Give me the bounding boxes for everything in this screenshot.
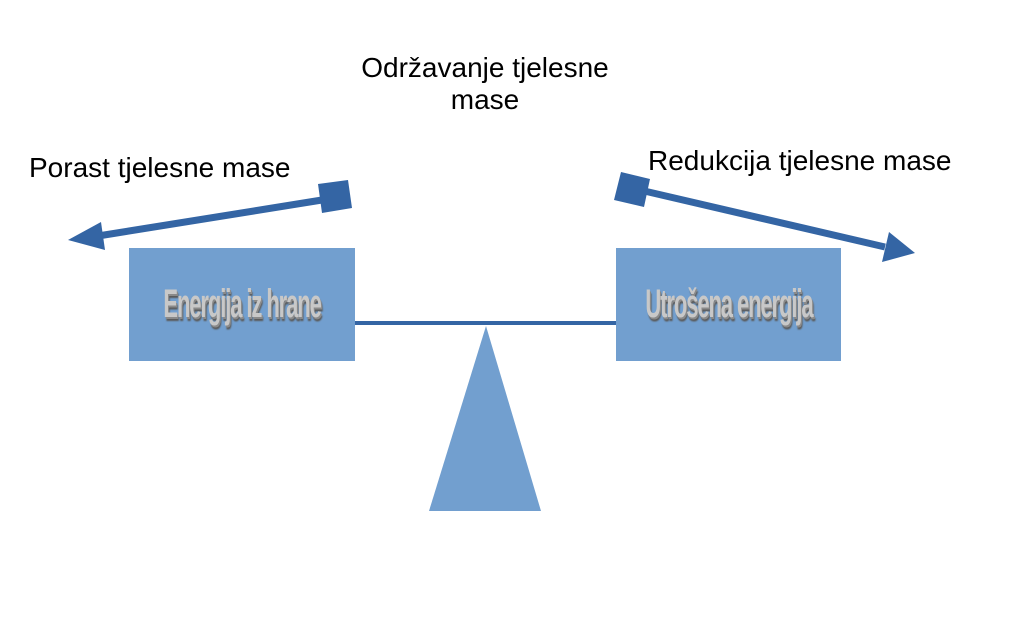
energy-expenditure-box: Utrošena energija xyxy=(616,248,841,361)
energy-expenditure-label: Utrošena energija xyxy=(644,282,813,326)
left-arrow xyxy=(68,180,352,250)
weight-gain-label: Porast tjelesne mase xyxy=(29,152,291,183)
food-energy-box: Energija iz hrane xyxy=(129,248,355,361)
fulcrum-triangle xyxy=(429,326,541,511)
food-energy-label: Energija iz hrane xyxy=(163,282,321,326)
right-arrow xyxy=(614,172,915,262)
diagram-title: Održavanje tjelesne mase xyxy=(361,52,609,115)
weight-loss-label: Redukcija tjelesne mase xyxy=(648,145,952,176)
